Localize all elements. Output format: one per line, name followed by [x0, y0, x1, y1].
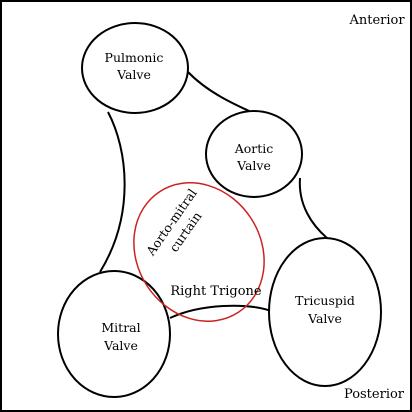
aortic-label-line1: Aortic — [234, 141, 274, 156]
mitral-label-line1: Mitral — [101, 320, 140, 335]
curtain-label: Aorto-mitral curtain — [142, 186, 204, 259]
anterior-label: Anterior — [348, 13, 405, 28]
pulmonic-label-line2: Valve — [116, 67, 151, 82]
aortic-valve — [205, 110, 303, 198]
mitral-tricuspid-connector — [169, 304, 275, 319]
pulmonic-label-line1: Pulmonic — [105, 50, 164, 65]
pulmonic-mitral-connector — [99, 111, 126, 273]
right-trigone-label: Right Trigone — [170, 284, 262, 299]
aortic-label-line2: Valve — [236, 158, 271, 173]
tricuspid-label-line2: Valve — [307, 311, 342, 326]
aortic-tricuspid-connector — [298, 177, 328, 239]
mitral-valve — [57, 270, 171, 398]
aorto-mitral-curtain-outline — [133, 182, 265, 322]
pulmonic-valve — [81, 22, 189, 114]
tricuspid-valve — [268, 237, 382, 387]
posterior-label: Posterior — [344, 387, 405, 402]
tricuspid-label-line1: Tricuspid — [295, 293, 355, 308]
mitral-label-line2: Valve — [103, 338, 138, 353]
